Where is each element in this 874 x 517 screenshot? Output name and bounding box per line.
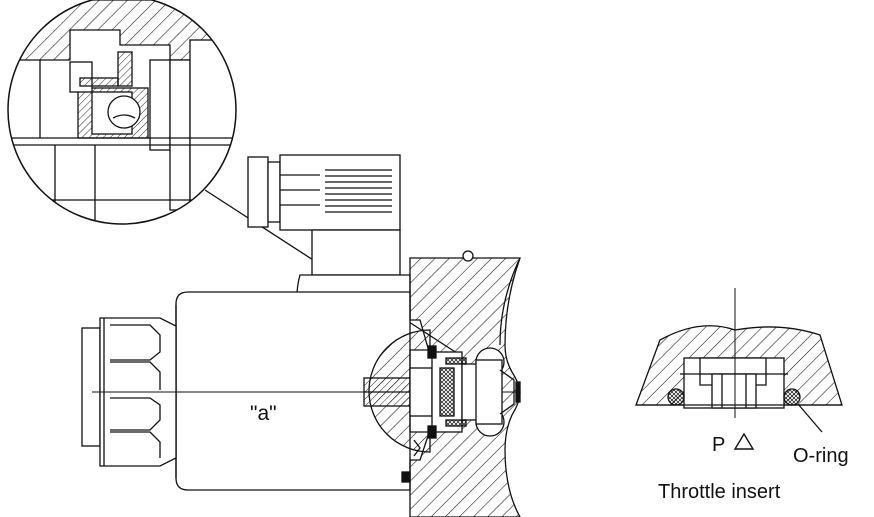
throttle-insert-section: [635, 288, 843, 433]
port-label: P: [712, 434, 725, 456]
connector-plug: [247, 154, 401, 276]
detail-a-label: "a": [250, 402, 277, 425]
throttle-insert-caption: Throttle insert: [658, 481, 781, 503]
o-ring-label: O-ring: [793, 445, 849, 467]
solenoid-coil: [175, 274, 411, 491]
valve-core: [401, 345, 521, 483]
round-section: [363, 329, 431, 453]
triangle-icon: [733, 432, 755, 450]
